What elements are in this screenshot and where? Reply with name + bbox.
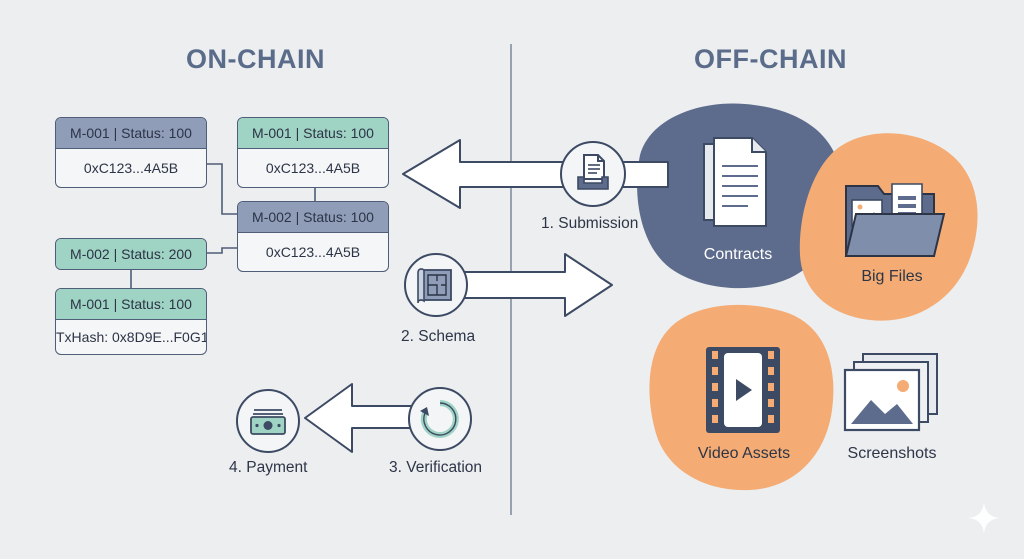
document-tray-icon: [577, 154, 609, 190]
documents-icon: [703, 137, 767, 227]
step-label: 4. Payment: [229, 459, 308, 476]
off-chain-label: Big Files: [861, 268, 923, 285]
chain-block: M-001 | Status: 100 0xC123...4A5B: [55, 117, 207, 188]
blueprint-icon: [417, 268, 452, 304]
film-icon: [706, 347, 780, 433]
payment-icon-circle: [236, 389, 300, 453]
off-chain-label: Screenshots: [847, 445, 937, 462]
schema-icon-circle: [404, 253, 468, 317]
block-hash: 0xC123...4A5B: [83, 160, 179, 176]
money-icon: [250, 409, 286, 435]
block-connector: [207, 163, 237, 215]
chain-block: M-001 | Status: 100 TxHash: 0x8D9E...F0G…: [55, 288, 207, 355]
block-txhash: TxHash: 0x8D9E...F0G1: [56, 329, 207, 345]
verification-icon-circle: [408, 387, 472, 451]
block-header: M-001 | Status: 100: [56, 289, 206, 320]
off-chain-label: Contracts: [703, 246, 773, 263]
refresh-cycle-icon: [420, 400, 459, 438]
step-label: 3. Verification: [389, 459, 483, 476]
block-header: M-001 | Status: 100: [238, 118, 388, 149]
off-chain-label: Video Assets: [697, 445, 791, 462]
block-hash: 0xC123...4A5B: [265, 160, 361, 176]
block-connector: [207, 247, 237, 254]
step-label: 2. Schema: [401, 328, 476, 345]
sparkle-icon: [968, 502, 1000, 534]
images-icon: [843, 353, 938, 432]
block-hash: 0xC123...4A5B: [265, 244, 361, 260]
schema-arrow: [459, 253, 613, 317]
on-chain-heading: ON-CHAIN: [186, 44, 325, 74]
folder-icon: [844, 183, 946, 257]
block-header: M-002 | Status: 200: [56, 239, 206, 269]
chain-block: M-002 | Status: 100 0xC123...4A5B: [237, 201, 389, 272]
chain-block: M-001 | Status: 100 0xC123...4A5B: [237, 117, 389, 188]
off-chain-heading: OFF-CHAIN: [694, 44, 847, 74]
submission-icon-circle: [560, 141, 626, 207]
submission-arrow: [402, 139, 669, 209]
block-header: M-001 | Status: 100: [56, 118, 206, 149]
chain-block: M-002 | Status: 200: [55, 238, 207, 270]
payment-arrow: [304, 383, 421, 453]
block-header: M-002 | Status: 100: [238, 202, 388, 233]
step-label: 1. Submission: [541, 215, 639, 232]
